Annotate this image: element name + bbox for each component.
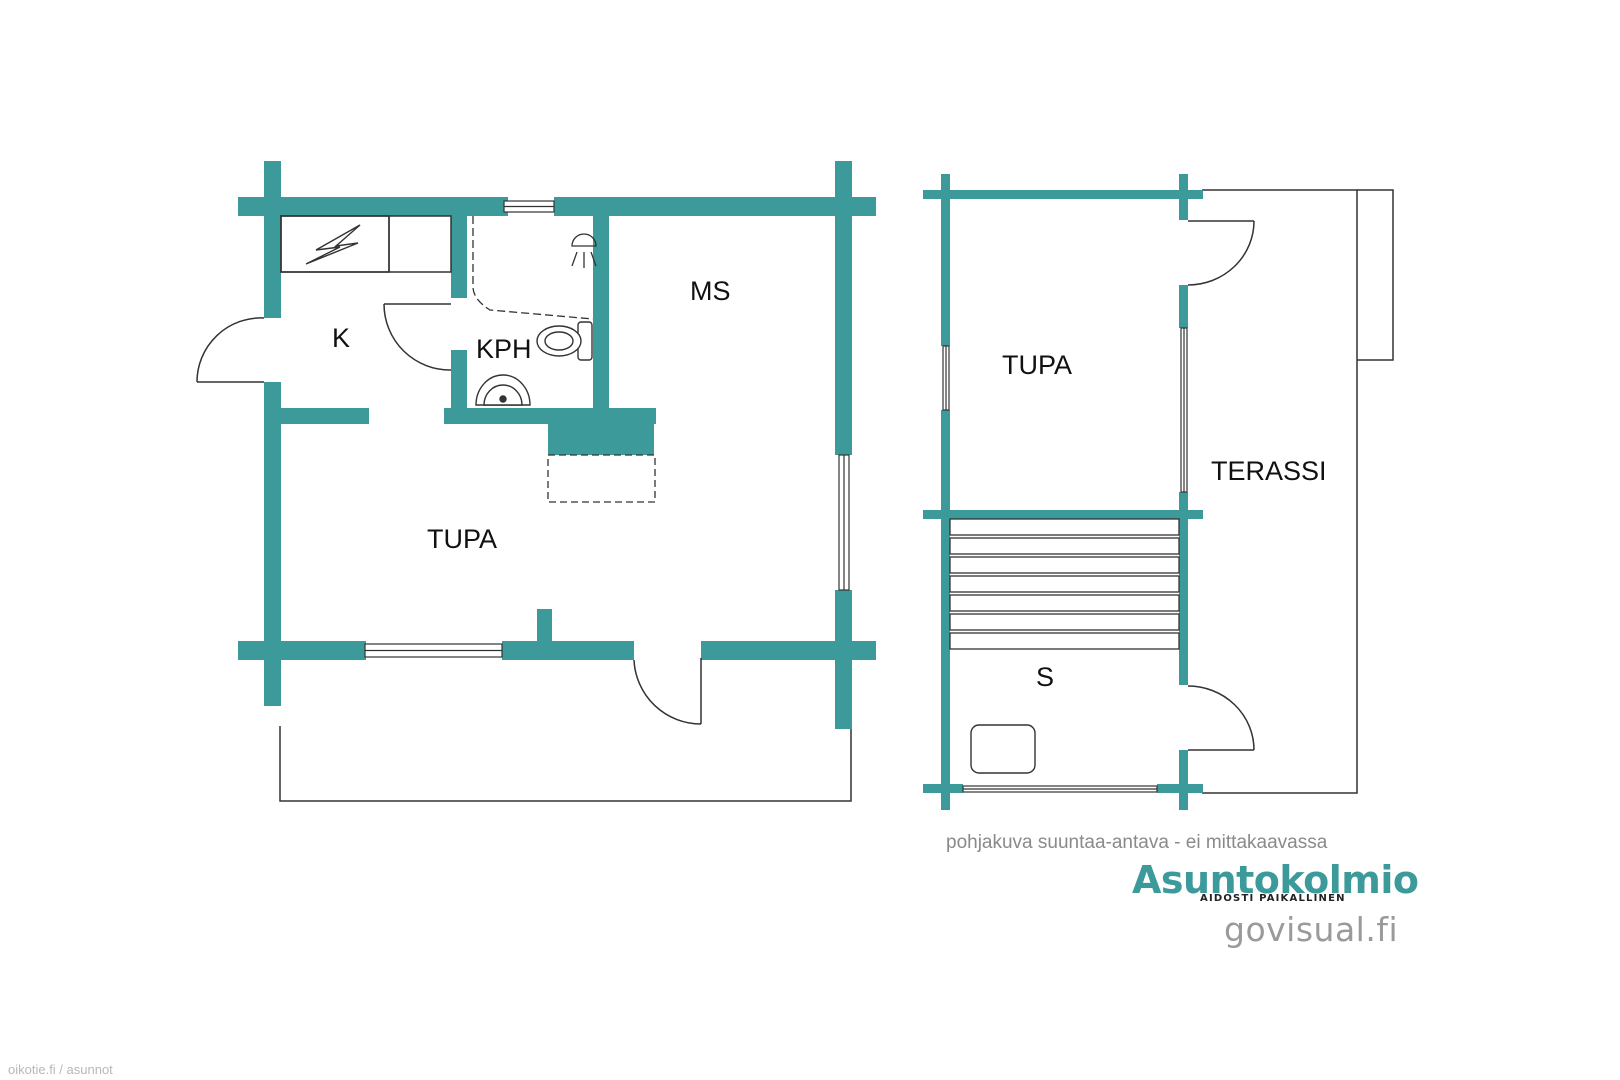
terrace-outline xyxy=(1202,189,1358,794)
sauna-stove-icon xyxy=(970,724,1036,774)
sauna-building: TUPA TERASSI S xyxy=(923,174,1394,810)
main-windows xyxy=(364,200,850,658)
main-walls xyxy=(238,161,876,729)
main-cottage: K KPH MS TUPA xyxy=(196,161,876,802)
shower-icon xyxy=(571,233,597,268)
room-label-terassi: TERASSI xyxy=(1211,456,1327,486)
sauna-windows xyxy=(942,327,1188,793)
sauna-walls xyxy=(923,174,1203,810)
bathroom-door xyxy=(383,303,452,371)
front-porch-outline xyxy=(279,726,852,802)
room-label-k: K xyxy=(332,323,350,353)
shower-screen xyxy=(472,216,594,320)
toilet-icon xyxy=(536,321,593,361)
room-label-s: S xyxy=(1036,662,1054,692)
kitchen-counter xyxy=(280,215,452,273)
site-credit: govisual.fi xyxy=(1224,910,1399,949)
room-label-kph: KPH xyxy=(476,334,532,364)
brand-tagline: AIDOSTI PAIKALLINEN xyxy=(1200,893,1346,904)
watermark: oikotie.fi / asunnot xyxy=(8,1062,113,1077)
disclaimer-text: pohjakuva suuntaa-antava - ei mittakaava… xyxy=(946,832,1328,853)
room-label-tupa-main: TUPA xyxy=(427,524,497,554)
room-label-tupa-sauna: TUPA xyxy=(1002,350,1072,380)
fireplace-hearth xyxy=(547,454,656,503)
brand-logo: Asuntokolmio xyxy=(1132,858,1419,902)
front-door xyxy=(633,658,702,725)
sauna-upper-door xyxy=(1187,220,1255,286)
terrace-bench xyxy=(1357,189,1394,361)
sink-icon xyxy=(475,374,531,406)
lightning-icon xyxy=(305,224,361,265)
entry-door xyxy=(196,317,265,383)
room-label-ms: MS xyxy=(690,276,731,306)
sauna-lower-door xyxy=(1187,685,1255,751)
sauna-benches xyxy=(949,518,1180,650)
